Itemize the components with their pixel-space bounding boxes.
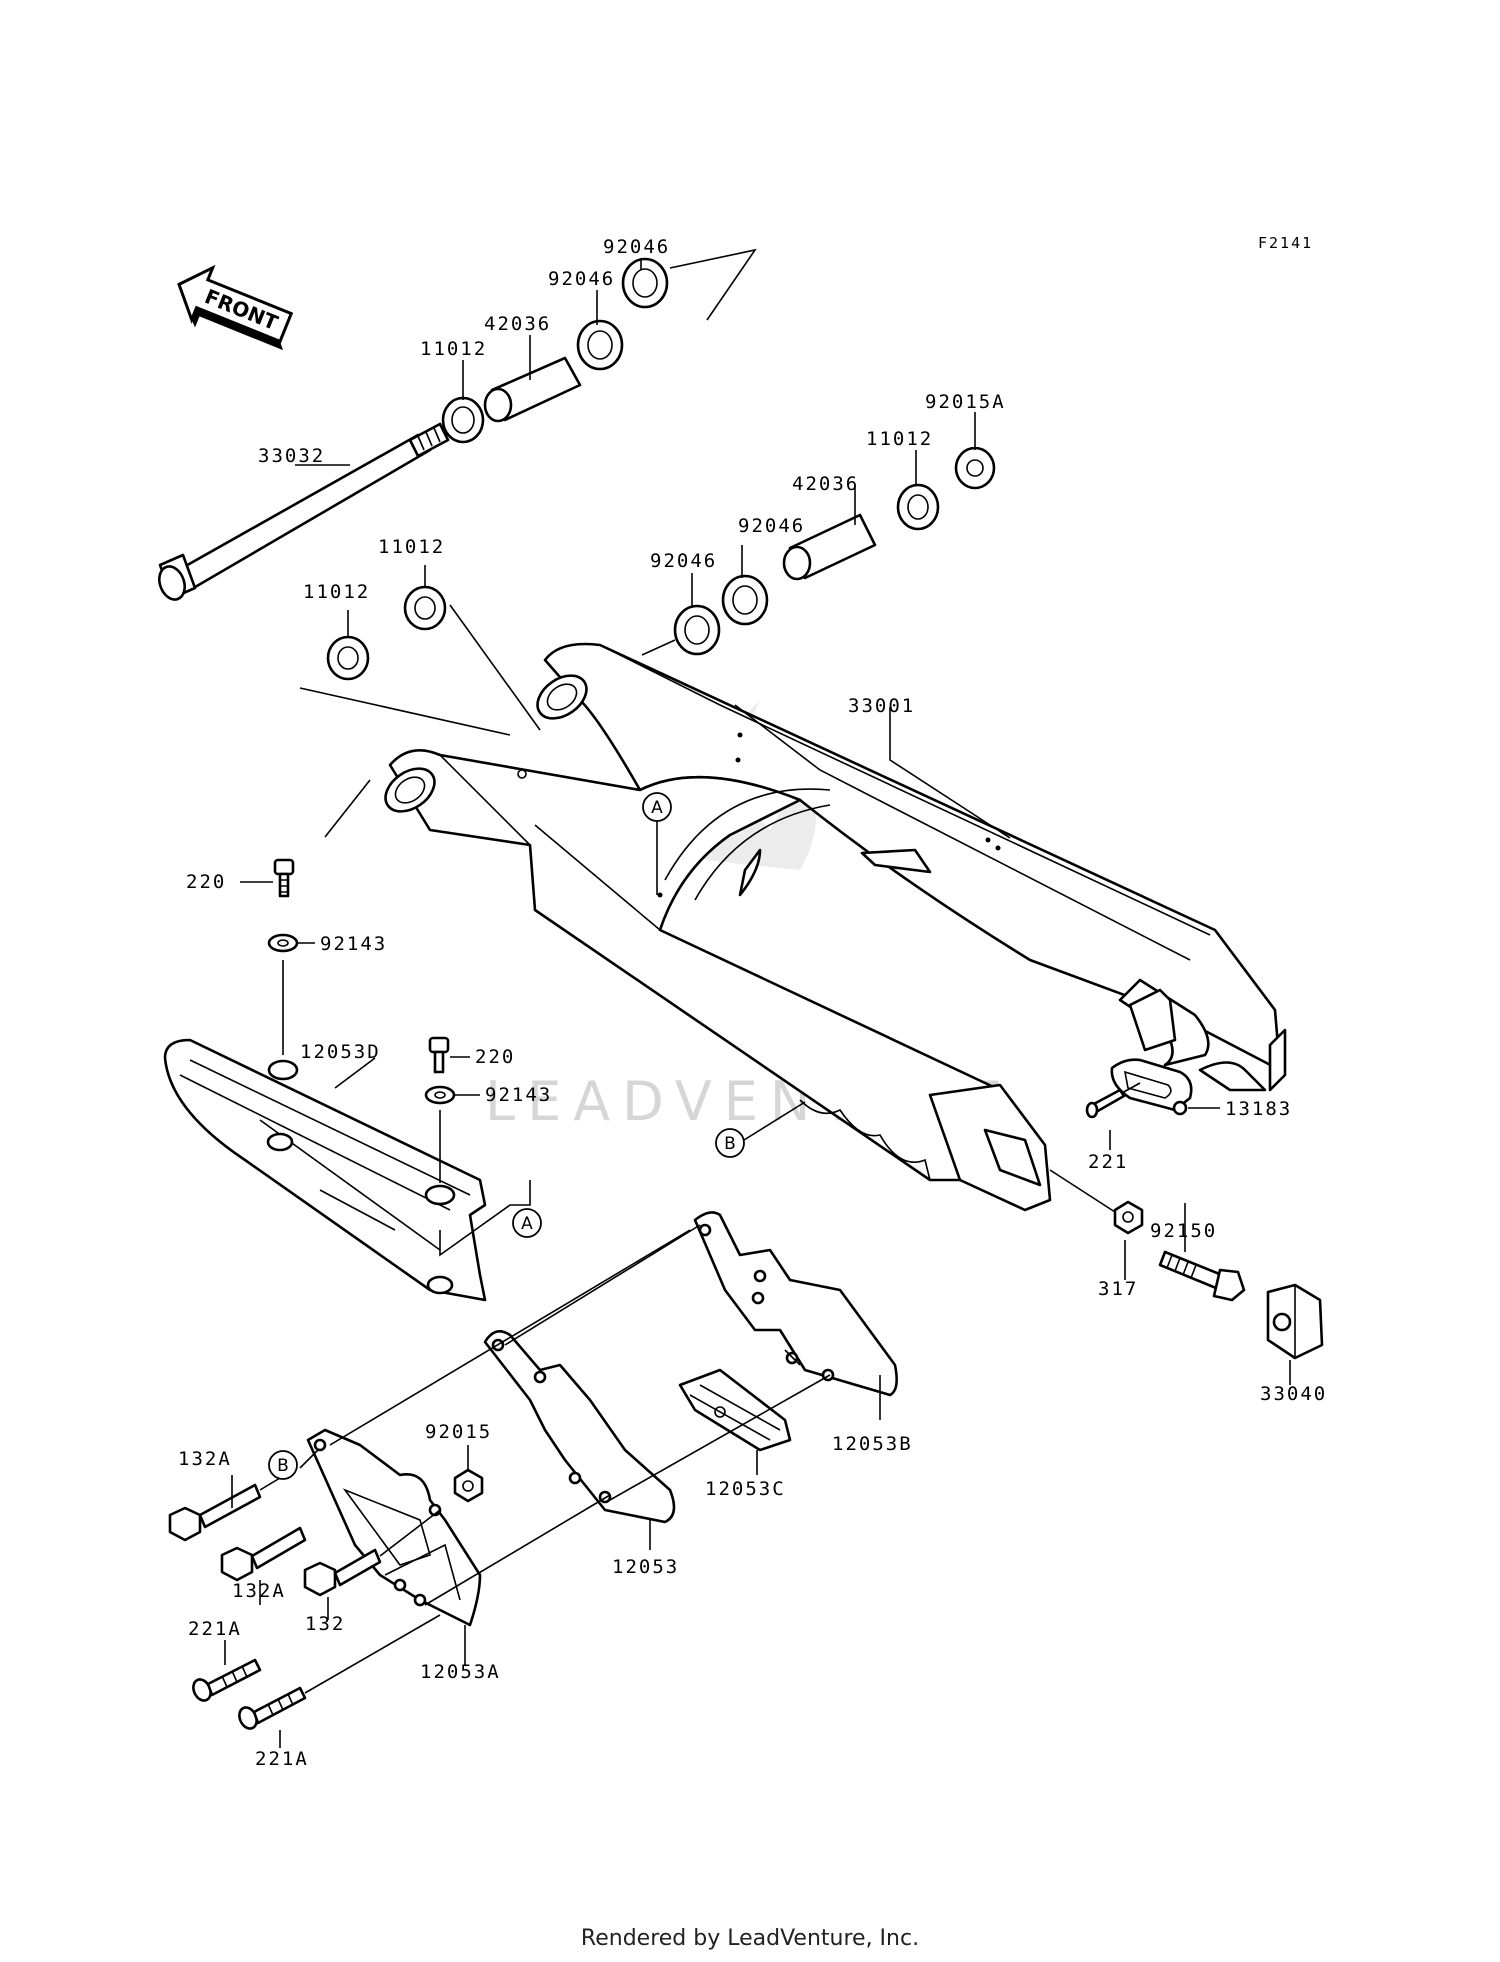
pivot-bearings-lower [326,446,996,681]
chain-guide-12053 [483,1330,676,1524]
svg-text:B: B [277,1456,289,1476]
label-92046-c: 92046 [738,515,805,537]
bolt-220-upper [240,858,315,1055]
leader-lines [224,258,1291,1748]
svg-text:A: A [651,798,663,818]
guide-assembly-lines [299,1224,831,1606]
label-92150: 92150 [1150,1220,1217,1242]
bolt-132 [303,1509,441,1597]
label-42036-a: 42036 [484,313,551,335]
label-132A-b: 132A [232,1580,286,1602]
ref-marker-a-bottom: A [512,1208,542,1238]
label-33001: 33001 [848,695,915,717]
label-33040: 33040 [1260,1383,1327,1405]
ref-marker-b-bottom: B [268,1450,298,1480]
diagram-code: F2141 [1258,234,1313,252]
swingarm [384,642,1287,1212]
label-11012-b: 11012 [866,428,933,450]
bolt-92150 [1158,1250,1246,1302]
pivot-bearings-upper [441,257,669,444]
screw-221 [1085,1082,1141,1119]
label-220-a: 220 [186,871,226,893]
label-42036-b: 42036 [792,473,859,495]
label-92015A: 92015A [925,391,1006,413]
label-92143-a: 92143 [320,933,387,955]
nut-92015 [453,1468,484,1503]
svg-text:B: B [724,1134,736,1154]
label-92046-b: 92046 [548,268,615,290]
label-221A-b: 221A [255,1748,309,1770]
label-132A-a: 132A [178,1448,232,1470]
front-arrow-icon: FRONT [177,264,294,351]
label-92046-d: 92046 [650,550,717,572]
ref-marker-b-top: B [715,1101,806,1158]
label-317: 317 [1098,1278,1138,1300]
chain-guide-12053C [678,1368,792,1452]
bolt-220-lower [424,1036,531,1257]
label-12053D: 12053D [300,1041,381,1063]
label-221: 221 [1088,1151,1128,1173]
label-92015: 92015 [425,1421,492,1443]
label-11012-c: 11012 [378,536,445,558]
label-33032: 33032 [258,445,325,467]
footer-credit: Rendered by LeadVenture, Inc. [580,1926,920,1951]
label-92143-b: 92143 [485,1084,552,1106]
ref-marker-a-top: A [642,792,672,895]
chain-guide-12053A [306,1428,482,1627]
chain-guide-12053B [693,1211,898,1397]
bolt-132A-upper [168,1477,281,1542]
screw-221A-lower [238,1614,441,1730]
label-13183: 13183 [1225,1098,1292,1120]
assembly-lines [299,248,757,838]
label-11012-d: 11012 [303,581,370,603]
chain-slider [163,1038,487,1302]
block-33040 [1266,1283,1324,1360]
label-12053B: 12053B [832,1433,913,1455]
label-220-b: 220 [475,1046,515,1068]
screw-221A-upper [192,1658,262,1702]
svg-text:A: A [521,1214,533,1234]
pivot-axle [158,422,450,601]
label-11012-a: 11012 [420,338,487,360]
label-12053A: 12053A [420,1661,501,1683]
label-221A-a: 221A [188,1618,242,1640]
part-labels: 92046 92046 42036 11012 33032 92015A 110… [178,236,1327,1770]
chain-adjuster-13183 [1110,1058,1220,1116]
label-12053: 12053 [612,1556,679,1578]
label-92046-a: 92046 [603,236,670,258]
label-12053C: 12053C [705,1478,786,1500]
label-132: 132 [305,1613,345,1635]
nut-317 [1049,1169,1144,1235]
bolt-132A-lower [220,1526,307,1582]
